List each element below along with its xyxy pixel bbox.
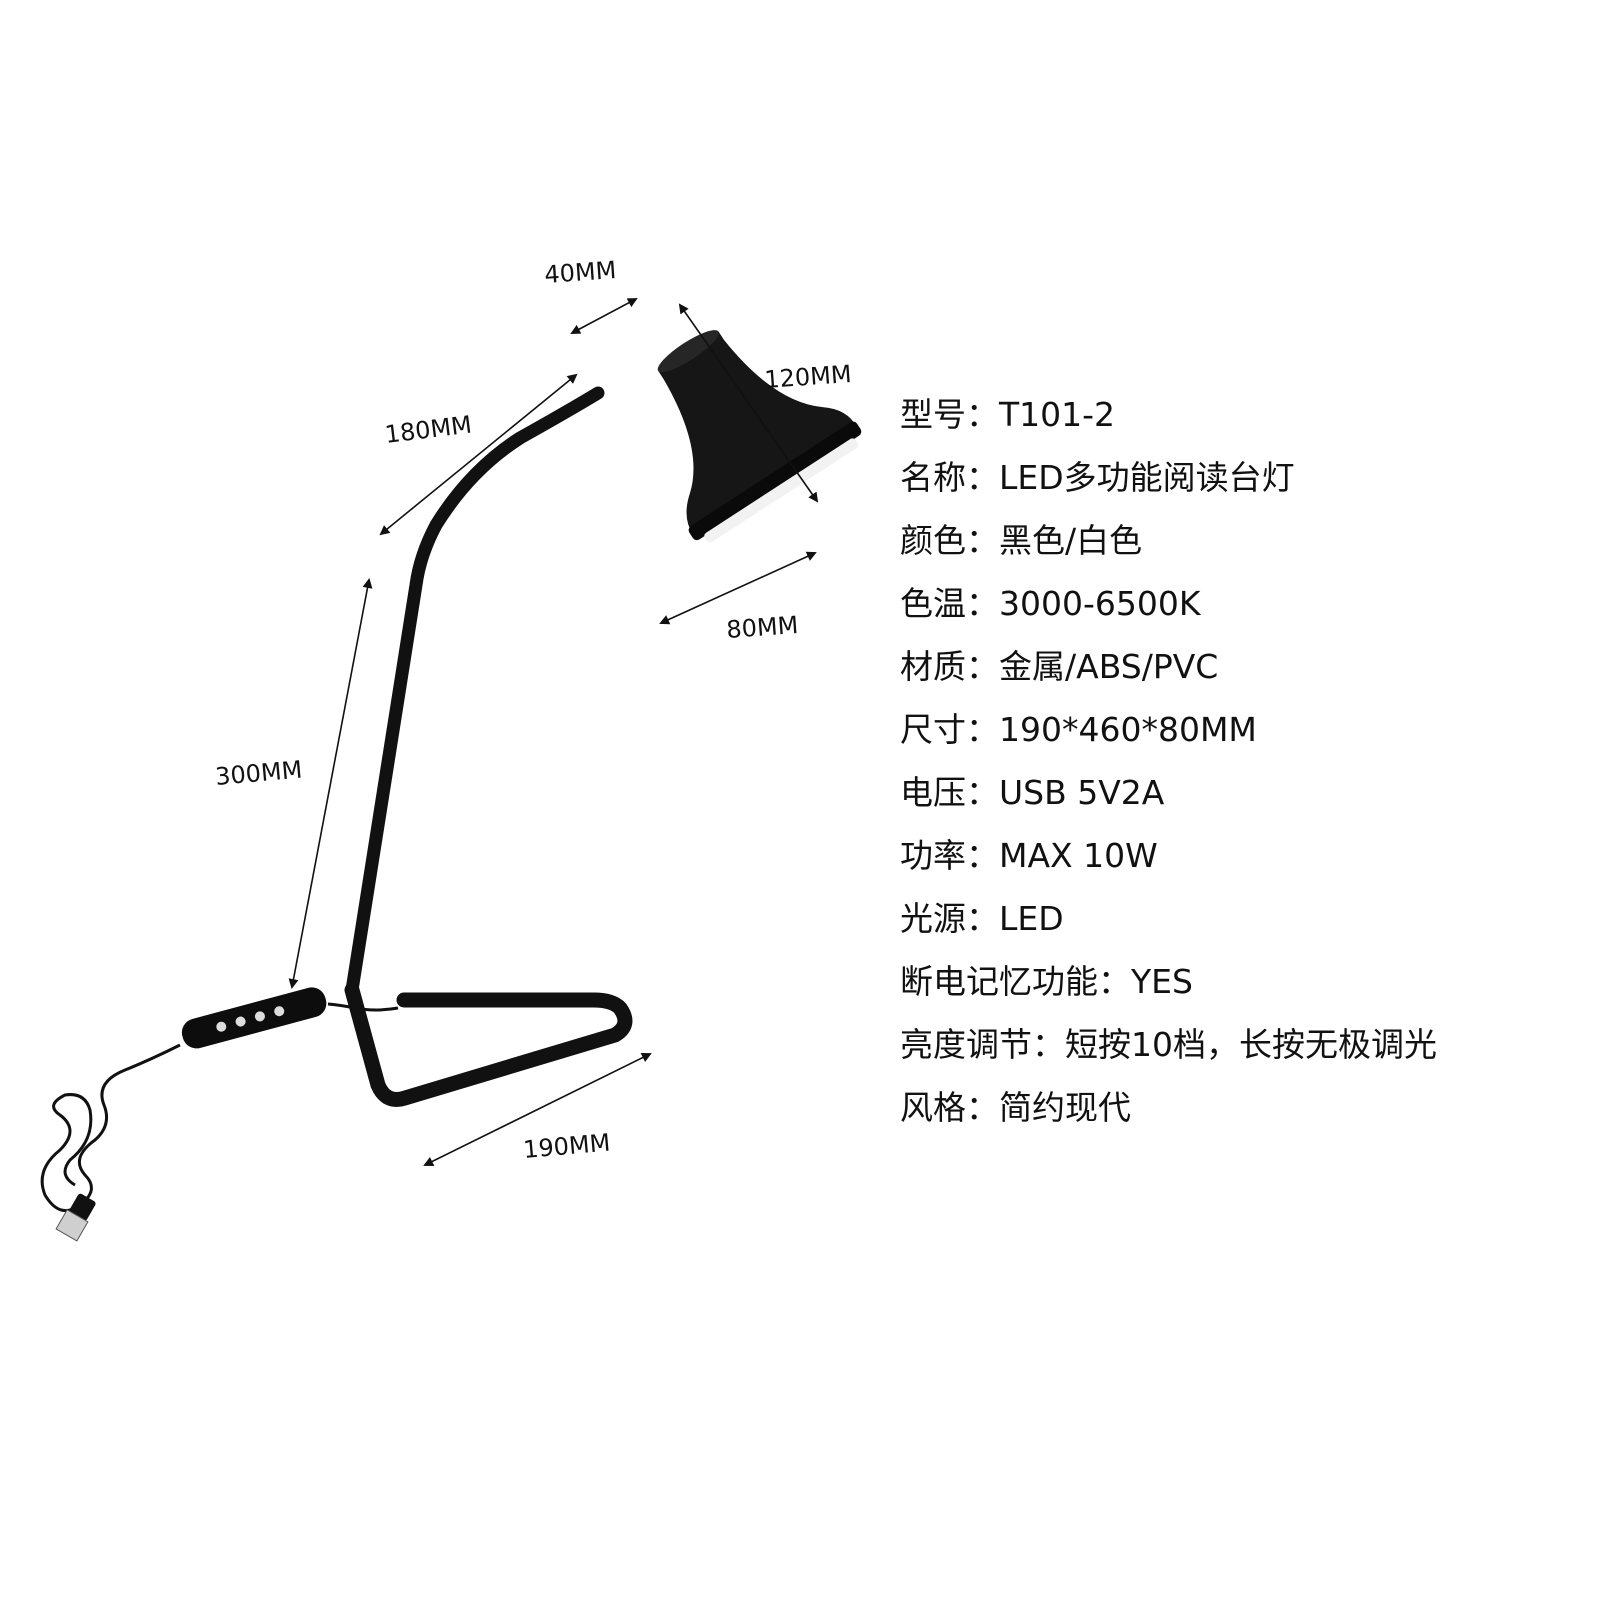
lamp-base bbox=[344, 982, 633, 1107]
dimension-line-shade-top bbox=[570, 298, 638, 334]
dimension-label-shade-opening: 80MM bbox=[725, 611, 799, 644]
dimension-line-base bbox=[423, 1053, 652, 1166]
spec-power: 功率：MAX 10W bbox=[900, 836, 1158, 875]
inline-dimmer-switch-icon bbox=[181, 987, 327, 1049]
power-cable bbox=[327, 1002, 399, 1012]
spec-color-temperature: 色温：3000-6500K bbox=[900, 584, 1201, 623]
dimension-line-shade-opening bbox=[659, 551, 817, 625]
power-cable-lower bbox=[40, 1043, 181, 1213]
lamp-stem bbox=[345, 386, 605, 997]
dimension-label-base: 190MM bbox=[522, 1128, 611, 1163]
spec-style: 风格：简约现代 bbox=[900, 1088, 1131, 1127]
spec-memory-function: 断电记忆功能：YES bbox=[900, 962, 1193, 1001]
spec-name: 名称：LED多功能阅读台灯 bbox=[900, 458, 1295, 497]
spec-color: 颜色：黑色/白色 bbox=[900, 521, 1143, 560]
dimension-label-stem: 300MM bbox=[214, 755, 303, 790]
spec-material: 材质：金属/ABS/PVC bbox=[900, 647, 1219, 686]
lamp-shade bbox=[657, 330, 862, 543]
usb-plug-icon bbox=[55, 1193, 96, 1242]
spec-model: 型号：T101-2 bbox=[900, 395, 1116, 434]
spec-size: 尺寸：190*460*80MM bbox=[900, 710, 1257, 749]
dimension-label-arm: 180MM bbox=[383, 411, 473, 449]
dimension-lines bbox=[288, 298, 819, 1166]
spec-brightness-adjustment: 亮度调节：短按10档，长按无极调光 bbox=[900, 1025, 1437, 1064]
spec-voltage: 电压：USB 5V2A bbox=[900, 773, 1165, 812]
spec-list: 型号：T101-2 名称：LED多功能阅读台灯 颜色：黑色/白色 色温：3000… bbox=[900, 393, 1580, 1149]
dimension-line-stem bbox=[288, 578, 373, 989]
dimension-label-shade-length: 120MM bbox=[763, 360, 852, 394]
dimension-label-shade-top: 40MM bbox=[543, 256, 617, 289]
dimension-line-shade-length bbox=[678, 303, 819, 503]
spec-light-source: 光源：LED bbox=[900, 899, 1064, 938]
dimension-line-arm bbox=[379, 373, 578, 536]
